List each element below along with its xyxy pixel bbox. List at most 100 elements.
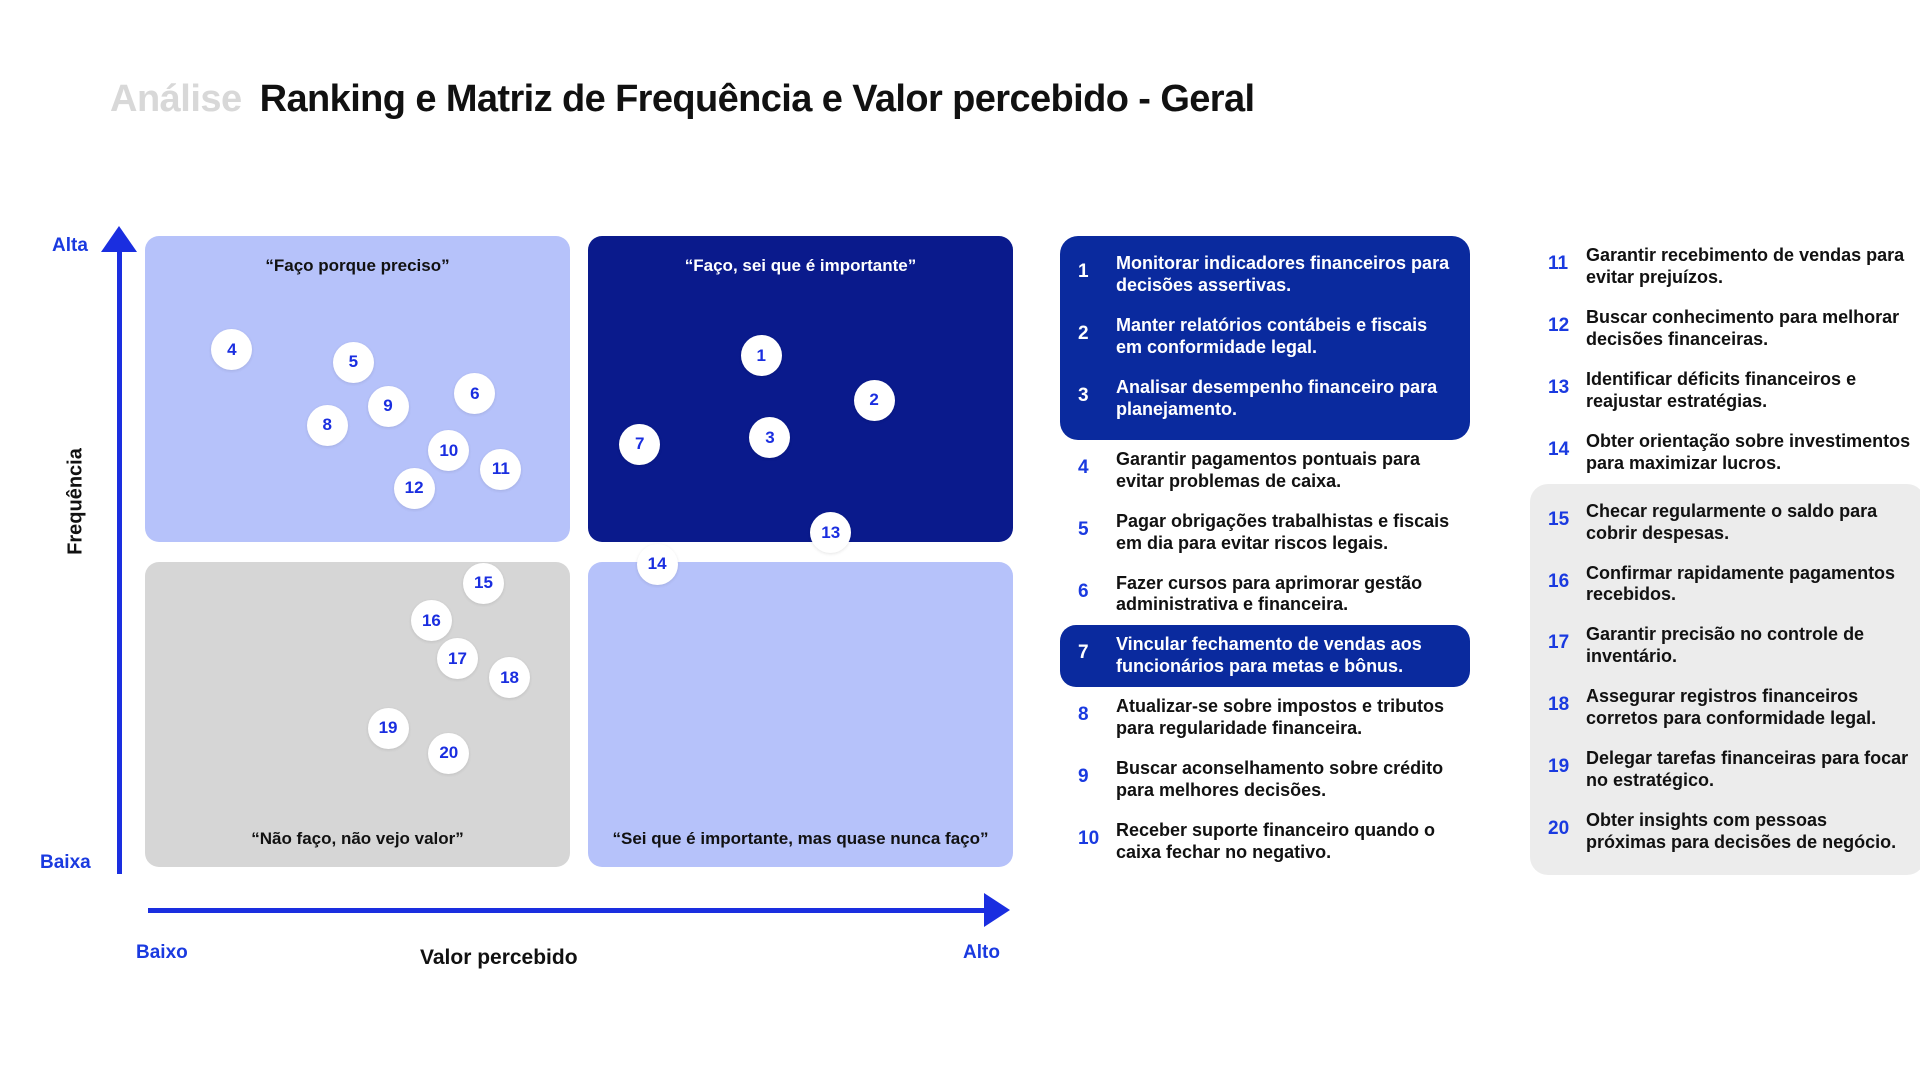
ranking-item-number: 4 (1078, 456, 1089, 478)
data-point-11[interactable]: 11 (480, 448, 522, 490)
data-point-5[interactable]: 5 (332, 341, 374, 383)
ranking-item-text: Receber suporte financeiro quando o caix… (1116, 820, 1436, 863)
x-axis-arrow-icon (984, 893, 1010, 927)
data-point-17[interactable]: 17 (436, 638, 478, 680)
ranking-item-number: 16 (1548, 570, 1570, 592)
ranking-item-number: 10 (1078, 828, 1100, 850)
ranking-item[interactable]: 11 Garantir recebimento de vendas para ev… (1530, 236, 1920, 298)
data-point-10[interactable]: 10 (428, 430, 470, 472)
data-point-20[interactable]: 20 (428, 732, 470, 774)
ranking-item-text: Fazer cursos para aprimorar gestão admin… (1116, 572, 1423, 615)
ranking-item-number: 9 (1078, 766, 1089, 788)
ranking-item-number: 17 (1548, 632, 1570, 654)
ranking-item-text: Atualizar-se sobre impostos e tributos p… (1116, 696, 1445, 739)
ranking-item-text: Garantir precisão no controle de inventá… (1586, 624, 1865, 667)
data-point-16[interactable]: 16 (410, 600, 452, 642)
x-axis-line (148, 908, 988, 913)
ranking-item-number: 7 (1078, 642, 1089, 664)
ranking-column-right: 11 Garantir recebimento de vendas para ev… (1530, 236, 1920, 876)
ranking-item[interactable]: 17 Garantir precisão no controle de inven… (1530, 615, 1920, 677)
ranking-item-number: 3 (1078, 384, 1089, 406)
ranking-item-number: 6 (1078, 580, 1089, 602)
ranking-group-highlight: 1 Monitorar indicadores financeiros para … (1060, 236, 1470, 440)
ranking-item[interactable]: 18 Assegurar registros financeiros corret… (1530, 677, 1920, 739)
ranking-item-text: Manter relatórios contábeis e fiscais em… (1116, 314, 1428, 357)
data-point-4[interactable]: 4 (211, 329, 253, 371)
ranking-item-text: Vincular fechamento de vendas aos funcio… (1116, 634, 1422, 677)
ranking-item[interactable]: 19 Delegar tarefas financeiras para focar… (1530, 739, 1920, 801)
y-axis-low-label: Baixa (40, 852, 91, 873)
ranking-item-text: Obter orientação sobre investimentos par… (1586, 430, 1911, 473)
quadrant-top-left-label: “Faço porque preciso” (265, 256, 450, 275)
ranking-item[interactable]: 16 Confirmar rapidamente pagamentos receb… (1530, 554, 1920, 616)
quadrant-bottom-left-label: “Não faço, não vejo valor” (251, 829, 464, 848)
ranking-item-text: Obter insights com pessoas próximas para… (1586, 810, 1897, 853)
title-main: Ranking e Matriz de Frequência e Valor p… (259, 78, 1255, 120)
ranking-item[interactable]: 7 Vincular fechamento de vendas aos funci… (1060, 625, 1470, 688)
ranking-item[interactable]: 10 Receber suporte financeiro quando o ca… (1060, 811, 1470, 873)
y-axis-line (117, 246, 122, 874)
y-axis-title: Frequência (64, 448, 87, 555)
data-point-18[interactable]: 18 (489, 657, 531, 699)
ranking-item[interactable]: 14 Obter orientação sobre investimentos p… (1530, 422, 1920, 484)
ranking-item-number: 5 (1078, 518, 1089, 540)
ranking-item-number: 1 (1078, 261, 1089, 282)
ranking-item-text: Monitorar indicadores financeiros para d… (1116, 253, 1450, 295)
ranking-item-text: Confirmar rapidamente pagamentos recebid… (1586, 562, 1896, 605)
ranking-item[interactable]: 4 Garantir pagamentos pontuais para evita… (1060, 440, 1470, 502)
ranking-item-number: 2 (1078, 322, 1089, 344)
data-point-14[interactable]: 14 (636, 543, 678, 585)
quadrant-bottom-right-label: “Sei que é importante, mas quase nunca f… (612, 829, 989, 848)
page-title: Análise Ranking e Matriz de Frequência e… (110, 78, 1255, 121)
ranking-item[interactable]: 2 Manter relatórios contábeis e fiscais e… (1060, 306, 1470, 368)
ranking-item-number: 11 (1548, 253, 1569, 274)
data-point-8[interactable]: 8 (306, 404, 348, 446)
data-point-3[interactable]: 3 (749, 417, 791, 459)
data-point-9[interactable]: 9 (367, 385, 409, 427)
x-axis-low-label: Baixo (136, 942, 188, 963)
title-eyebrow: Análise (110, 78, 242, 120)
ranking-item-number: 19 (1548, 756, 1570, 778)
ranking-item[interactable]: 3 Analisar desempenho financeiro para pla… (1060, 368, 1470, 430)
ranking-item-number: 14 (1548, 438, 1570, 460)
ranking-item-text: Garantir pagamentos pontuais para evitar… (1116, 448, 1421, 491)
ranking-item-text: Pagar obrigações trabalhistas e fiscais … (1116, 510, 1450, 553)
data-point-12[interactable]: 12 (393, 467, 435, 509)
quadrant-bottom-right: “Sei que é importante, mas quase nunca f… (588, 562, 1013, 867)
data-point-1[interactable]: 1 (740, 335, 782, 377)
ranking-item-text: Analisar desempenho financeiro para plan… (1116, 376, 1438, 419)
ranking-item[interactable]: 5 Pagar obrigações trabalhistas e fiscais… (1060, 502, 1470, 564)
ranking-item-text: Garantir recebimento de vendas para evit… (1586, 245, 1905, 287)
frequency-value-matrix: Alta Baixa Frequência Baixo Alto Valor p… (40, 226, 1013, 969)
ranking-item-number: 8 (1078, 704, 1089, 726)
data-point-13[interactable]: 13 (810, 512, 852, 554)
quadrant-bottom-left: “Não faço, não vejo valor” (145, 562, 570, 867)
ranking-item-text: Delegar tarefas financeiras para focar n… (1586, 748, 1909, 791)
ranking-item-number: 18 (1548, 694, 1570, 716)
ranking-column-left: 1 Monitorar indicadores financeiros para … (1060, 236, 1470, 873)
ranking-item-number: 20 (1548, 818, 1570, 840)
quadrant-top-left: “Faço porque preciso” (145, 236, 570, 542)
ranking-item[interactable]: 20 Obter insights com pessoas próximas pa… (1530, 801, 1920, 863)
ranking-item-text: Assegurar registros financeiros corretos… (1586, 686, 1877, 729)
data-point-15[interactable]: 15 (463, 562, 505, 604)
data-point-19[interactable]: 19 (367, 707, 409, 749)
quadrant-top-right: “Faço, sei que é importante” (588, 236, 1013, 542)
data-point-6[interactable]: 6 (454, 373, 496, 415)
ranking-item[interactable]: 8 Atualizar-se sobre impostos e tributos … (1060, 687, 1470, 749)
ranking-item[interactable]: 1 Monitorar indicadores financeiros para … (1060, 244, 1470, 306)
x-axis-title: Valor percebido (420, 946, 578, 969)
data-point-2[interactable]: 2 (853, 379, 895, 421)
data-point-7[interactable]: 7 (619, 423, 661, 465)
ranking-item[interactable]: 9 Buscar aconselhamento sobre crédito par… (1060, 749, 1470, 811)
ranking-item-text: Buscar aconselhamento sobre crédito para… (1116, 758, 1444, 801)
ranking-item[interactable]: 6 Fazer cursos para aprimorar gestão admi… (1060, 564, 1470, 626)
quadrant-top-right-label: “Faço, sei que é importante” (684, 256, 917, 275)
y-axis-high-label: Alta (52, 235, 88, 256)
ranking-item-number: 12 (1548, 314, 1570, 336)
